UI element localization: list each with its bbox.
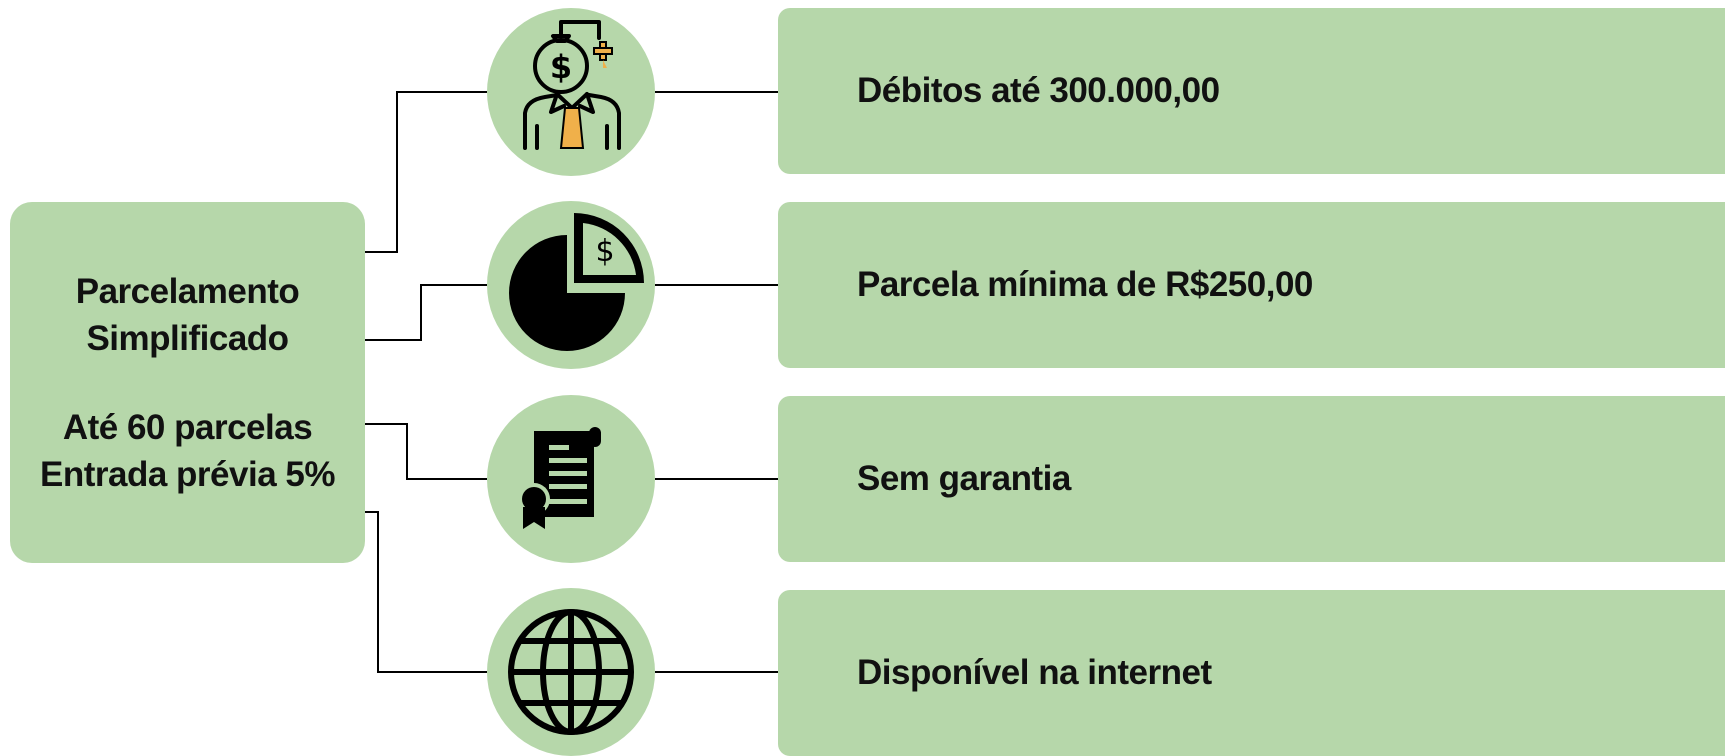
main-title: Parcelamento Simplificado: [76, 268, 300, 362]
icon-circle-4: [487, 588, 655, 756]
businessman-money-bag-icon: $: [523, 20, 621, 150]
main-detail: Até 60 parcelas Entrada prévia 5%: [40, 404, 335, 498]
globe-icon: [508, 609, 634, 735]
feature-box-3: Sem garantia: [778, 396, 1725, 562]
main-box: Parcelamento Simplificado Até 60 parcela…: [10, 202, 365, 563]
main-title-line1: Parcelamento: [75, 271, 300, 311]
icon-circle-3: [487, 395, 655, 563]
icon-circle-1: $: [487, 8, 655, 176]
pie-chart-dollar-icon: $: [509, 213, 644, 351]
main-detail-line1: Até 60 parcelas: [62, 407, 313, 447]
feature-box-1: Débitos até 300.000,00: [778, 8, 1725, 174]
connector-4: [365, 511, 487, 673]
feature-label-3: Sem garantia: [857, 459, 1071, 498]
icon-circle-2: $: [487, 201, 655, 369]
feature-box-2: Parcela mínima de R$250,00: [778, 202, 1725, 368]
feature-label-4: Disponível na internet: [857, 653, 1212, 692]
svg-text:$: $: [550, 48, 572, 86]
feature-label-2: Parcela mínima de R$250,00: [857, 265, 1313, 304]
connector-1: [365, 91, 487, 253]
connector-2: [365, 284, 487, 341]
main-detail-line2: Entrada prévia 5%: [40, 454, 335, 494]
certificate-document-icon: [518, 427, 601, 529]
svg-text:$: $: [595, 234, 614, 269]
feature-label-1: Débitos até 300.000,00: [857, 71, 1220, 110]
main-title-line2: Simplificado: [86, 318, 289, 358]
feature-box-4: Disponível na internet: [778, 590, 1725, 756]
connector-3: [365, 423, 487, 480]
